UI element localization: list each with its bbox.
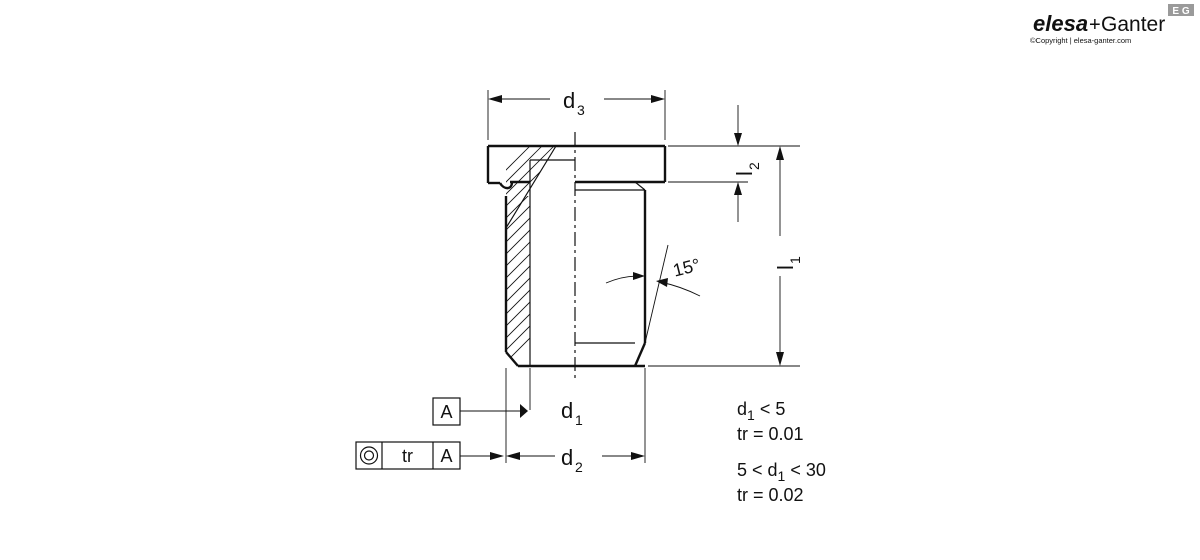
bushing-section <box>486 132 667 380</box>
label-d2-main: d <box>561 445 573 470</box>
svg-text:d1 < 5: d1 < 5 <box>737 399 785 423</box>
label-l1-main: l <box>773 265 798 270</box>
label-l2-main: l <box>732 171 757 176</box>
dimension-d2: d 2 <box>460 368 646 475</box>
datum-label: A <box>440 402 452 422</box>
note-2-suffix: < 30 <box>785 460 826 480</box>
dimension-d3: d 3 <box>487 88 666 140</box>
brand-name-part2: Ganter <box>1101 13 1165 36</box>
datum-box <box>432 397 461 426</box>
note-2-prefix: 5 < d <box>737 460 778 480</box>
brand-logo: elesa + Ganter E G ©Copyright | elesa-ga… <box>1030 4 1194 45</box>
note-2: 5 < d1 < 30 tr = 0.02 <box>737 460 826 505</box>
dimension-d1: d 1 <box>529 368 583 428</box>
datum-reference: A <box>432 397 528 426</box>
note-1-suffix: < 5 <box>755 399 786 419</box>
label-l1-sub: 1 <box>787 256 803 264</box>
dimension-l1: l 1 <box>648 146 803 367</box>
note-2-line2: tr = 0.02 <box>737 485 804 505</box>
label-d1-sub: 1 <box>575 412 583 428</box>
tolerance-frame: tr A <box>355 441 461 470</box>
label-angle: 15° <box>671 255 702 281</box>
brand-name-plus: + <box>1089 14 1101 36</box>
note-1: d1 < 5 tr = 0.01 <box>737 399 804 444</box>
section-hatching <box>506 146 556 365</box>
note-1-sub: 1 <box>747 407 755 423</box>
concentricity-icon <box>359 446 379 465</box>
tolerance-reference: A <box>440 446 452 466</box>
note-1-prefix: d <box>737 399 747 419</box>
svg-text:5 < d1 < 30: 5 < d1 < 30 <box>737 460 826 484</box>
angle-annotation: 15° <box>605 244 702 344</box>
label-d1-main: d <box>561 398 573 423</box>
label-l2-sub: 2 <box>746 162 762 170</box>
brand-copyright: ©Copyright | elesa-ganter.com <box>1030 36 1131 45</box>
dimension-l2: l 2 <box>668 105 800 222</box>
tolerance-notes: d1 < 5 tr = 0.01 5 < d1 < 30 tr = 0.02 <box>737 399 826 505</box>
brand-badge-bg <box>1168 4 1194 16</box>
tolerance-value: tr <box>402 446 413 466</box>
note-1-line2: tr = 0.01 <box>737 424 804 444</box>
brand-name-part1: elesa <box>1033 11 1088 36</box>
label-d3-main: d <box>563 88 575 113</box>
label-d2-sub: 2 <box>575 459 583 475</box>
brand-badge: E G <box>1172 6 1189 17</box>
note-2-sub: 1 <box>778 468 786 484</box>
datum-triangle <box>520 404 528 418</box>
label-d3-sub: 3 <box>577 102 585 118</box>
